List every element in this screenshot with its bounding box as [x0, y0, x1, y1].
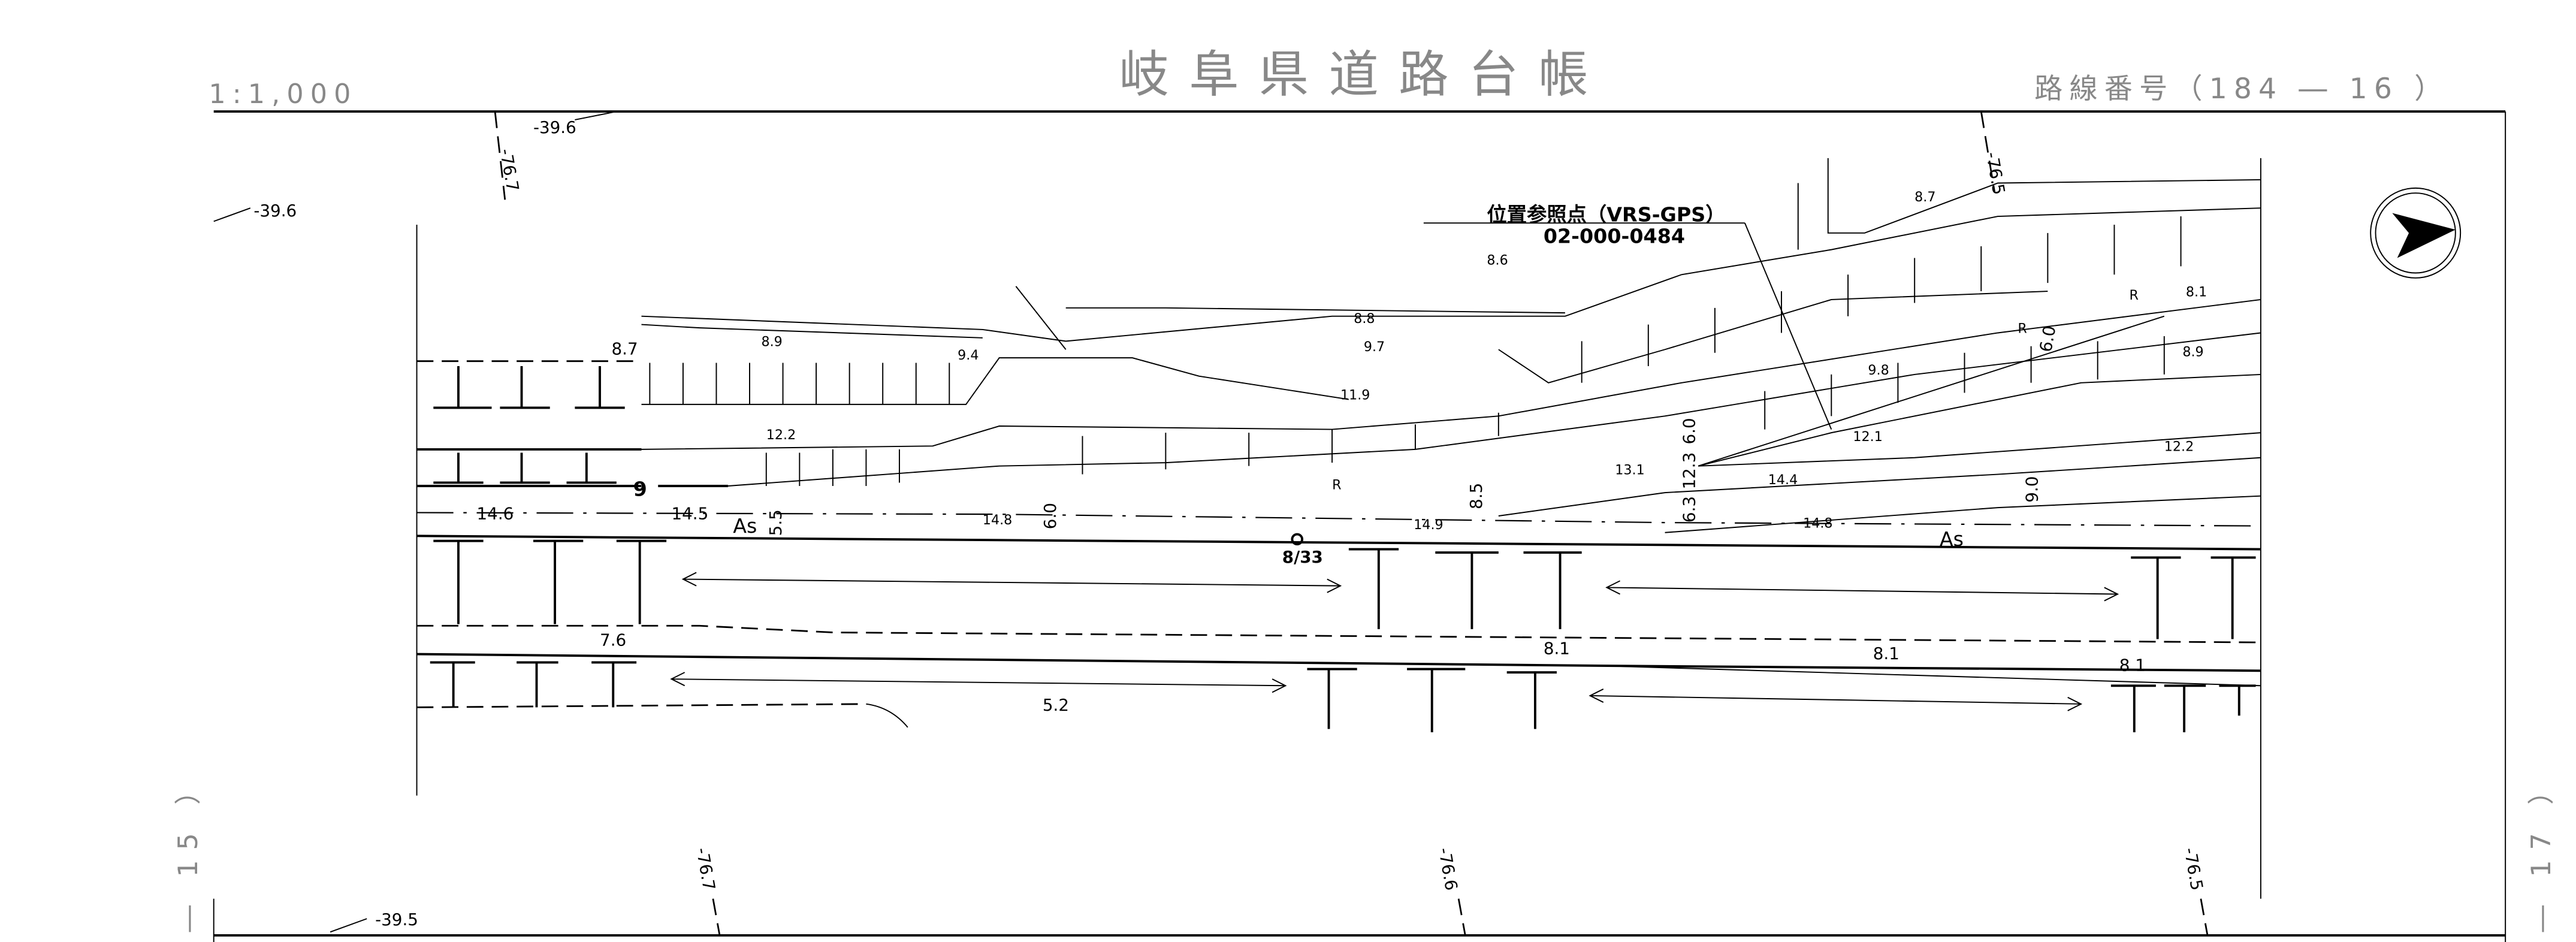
km-post-icon [1291, 533, 1304, 546]
reference-point-code: 02-000-0484 [1544, 224, 1685, 247]
grid-label: -76.5 [1982, 150, 2009, 196]
elevation-label: 8.1 [1544, 639, 1570, 659]
reference-point-title: 位置参照点（VRS-GPS） [1487, 203, 1725, 226]
elevation-label: 9.7 [1364, 339, 1385, 355]
route-number: 路線番号（184 ― 16 ） [2034, 73, 2449, 105]
grid-label: -76.6 [1435, 846, 1461, 892]
dimension-label: 6.3 [1680, 496, 1699, 523]
dimension-label: 5.5 [766, 509, 786, 536]
elevation-label: 14.5 [671, 504, 708, 524]
elevation-label: 8.1 [2119, 655, 2146, 675]
elevation-label: 14.6 [477, 504, 514, 524]
dimension-label: 6.0 [2036, 324, 2059, 354]
grid-label: -39.6 [533, 117, 576, 137]
dimension-label: 6.0 [1680, 418, 1699, 444]
marker-nine: 9 [633, 478, 647, 501]
street-trees [430, 366, 2256, 733]
km-post-label: 8/33 [1282, 547, 1323, 567]
surface-label: As [1940, 527, 1964, 551]
elevation-label: 8.9 [761, 334, 782, 350]
road-lines [416, 158, 2261, 728]
frame [213, 110, 2506, 942]
grid-label: -39.5 [375, 910, 418, 929]
grid-label: -76.7 [692, 846, 719, 892]
marker-r: R [2129, 288, 2138, 303]
dimension-label: 6.0 [1040, 503, 1060, 529]
elevation-label: 8.1 [2186, 284, 2207, 300]
elevation-label: 8.7 [1914, 189, 1935, 205]
elevation-label: 11.9 [1340, 388, 1370, 403]
marker-r: R [1332, 478, 1341, 493]
lane-arrows [670, 572, 2119, 711]
elevation-label: 14.8 [983, 512, 1012, 528]
elevation-labels: 8.7 8.9 9.4 11.9 12.2 8.8 9.7 8.6 8.7 12… [477, 189, 2207, 715]
grid-label: -76.5 [2180, 846, 2207, 892]
north-arrow-icon [2370, 187, 2462, 279]
elevation-label: 5.2 [1043, 695, 1069, 715]
reference-point: 位置参照点（VRS-GPS） 02-000-0484 [1423, 203, 1832, 430]
sheet-ref-left: ― 15 ） [173, 768, 204, 932]
elevation-label: 14.9 [1414, 517, 1443, 533]
surface-label: As [733, 514, 757, 538]
elevation-label: 8.6 [1487, 253, 1508, 268]
elevation-label: 8.1 [1873, 644, 1899, 663]
elevation-label: 8.7 [611, 339, 638, 359]
grid-label: -76.7 [496, 147, 523, 192]
grid-lines [213, 111, 2209, 936]
elevation-label: 9.8 [1868, 363, 1889, 378]
dimension-label: 8.5 [1466, 483, 1486, 509]
elevation-label: 12.2 [2164, 439, 2194, 455]
elevation-label: 13.1 [1615, 463, 1644, 478]
elevation-label: 14.8 [1803, 515, 1832, 531]
dimension-label: 9.0 [2022, 476, 2042, 503]
sheet-ref-right: ― 17 ） [2526, 768, 2557, 932]
page-title: 岐阜県道路台帳 [1119, 46, 1609, 104]
elevation-label: 8.8 [1354, 311, 1375, 327]
grid-label: -39.6 [253, 201, 297, 221]
scale-label: 1:1,000 [209, 79, 357, 110]
dimension-label: 12.3 [1680, 452, 1699, 490]
elevation-label: 8.9 [2182, 344, 2203, 360]
elevation-label: 14.4 [1768, 472, 1798, 488]
dimension-labels: 5.5 6.0 8.5 12.3 6.0 6.3 9.0 6.0 [766, 324, 2060, 536]
elevation-label: 12.1 [1853, 429, 1882, 445]
marker-r: R [2018, 321, 2027, 336]
elevation-label: 9.4 [958, 348, 979, 363]
elevation-label: 12.2 [766, 427, 796, 443]
elevation-label: 7.6 [600, 630, 626, 650]
